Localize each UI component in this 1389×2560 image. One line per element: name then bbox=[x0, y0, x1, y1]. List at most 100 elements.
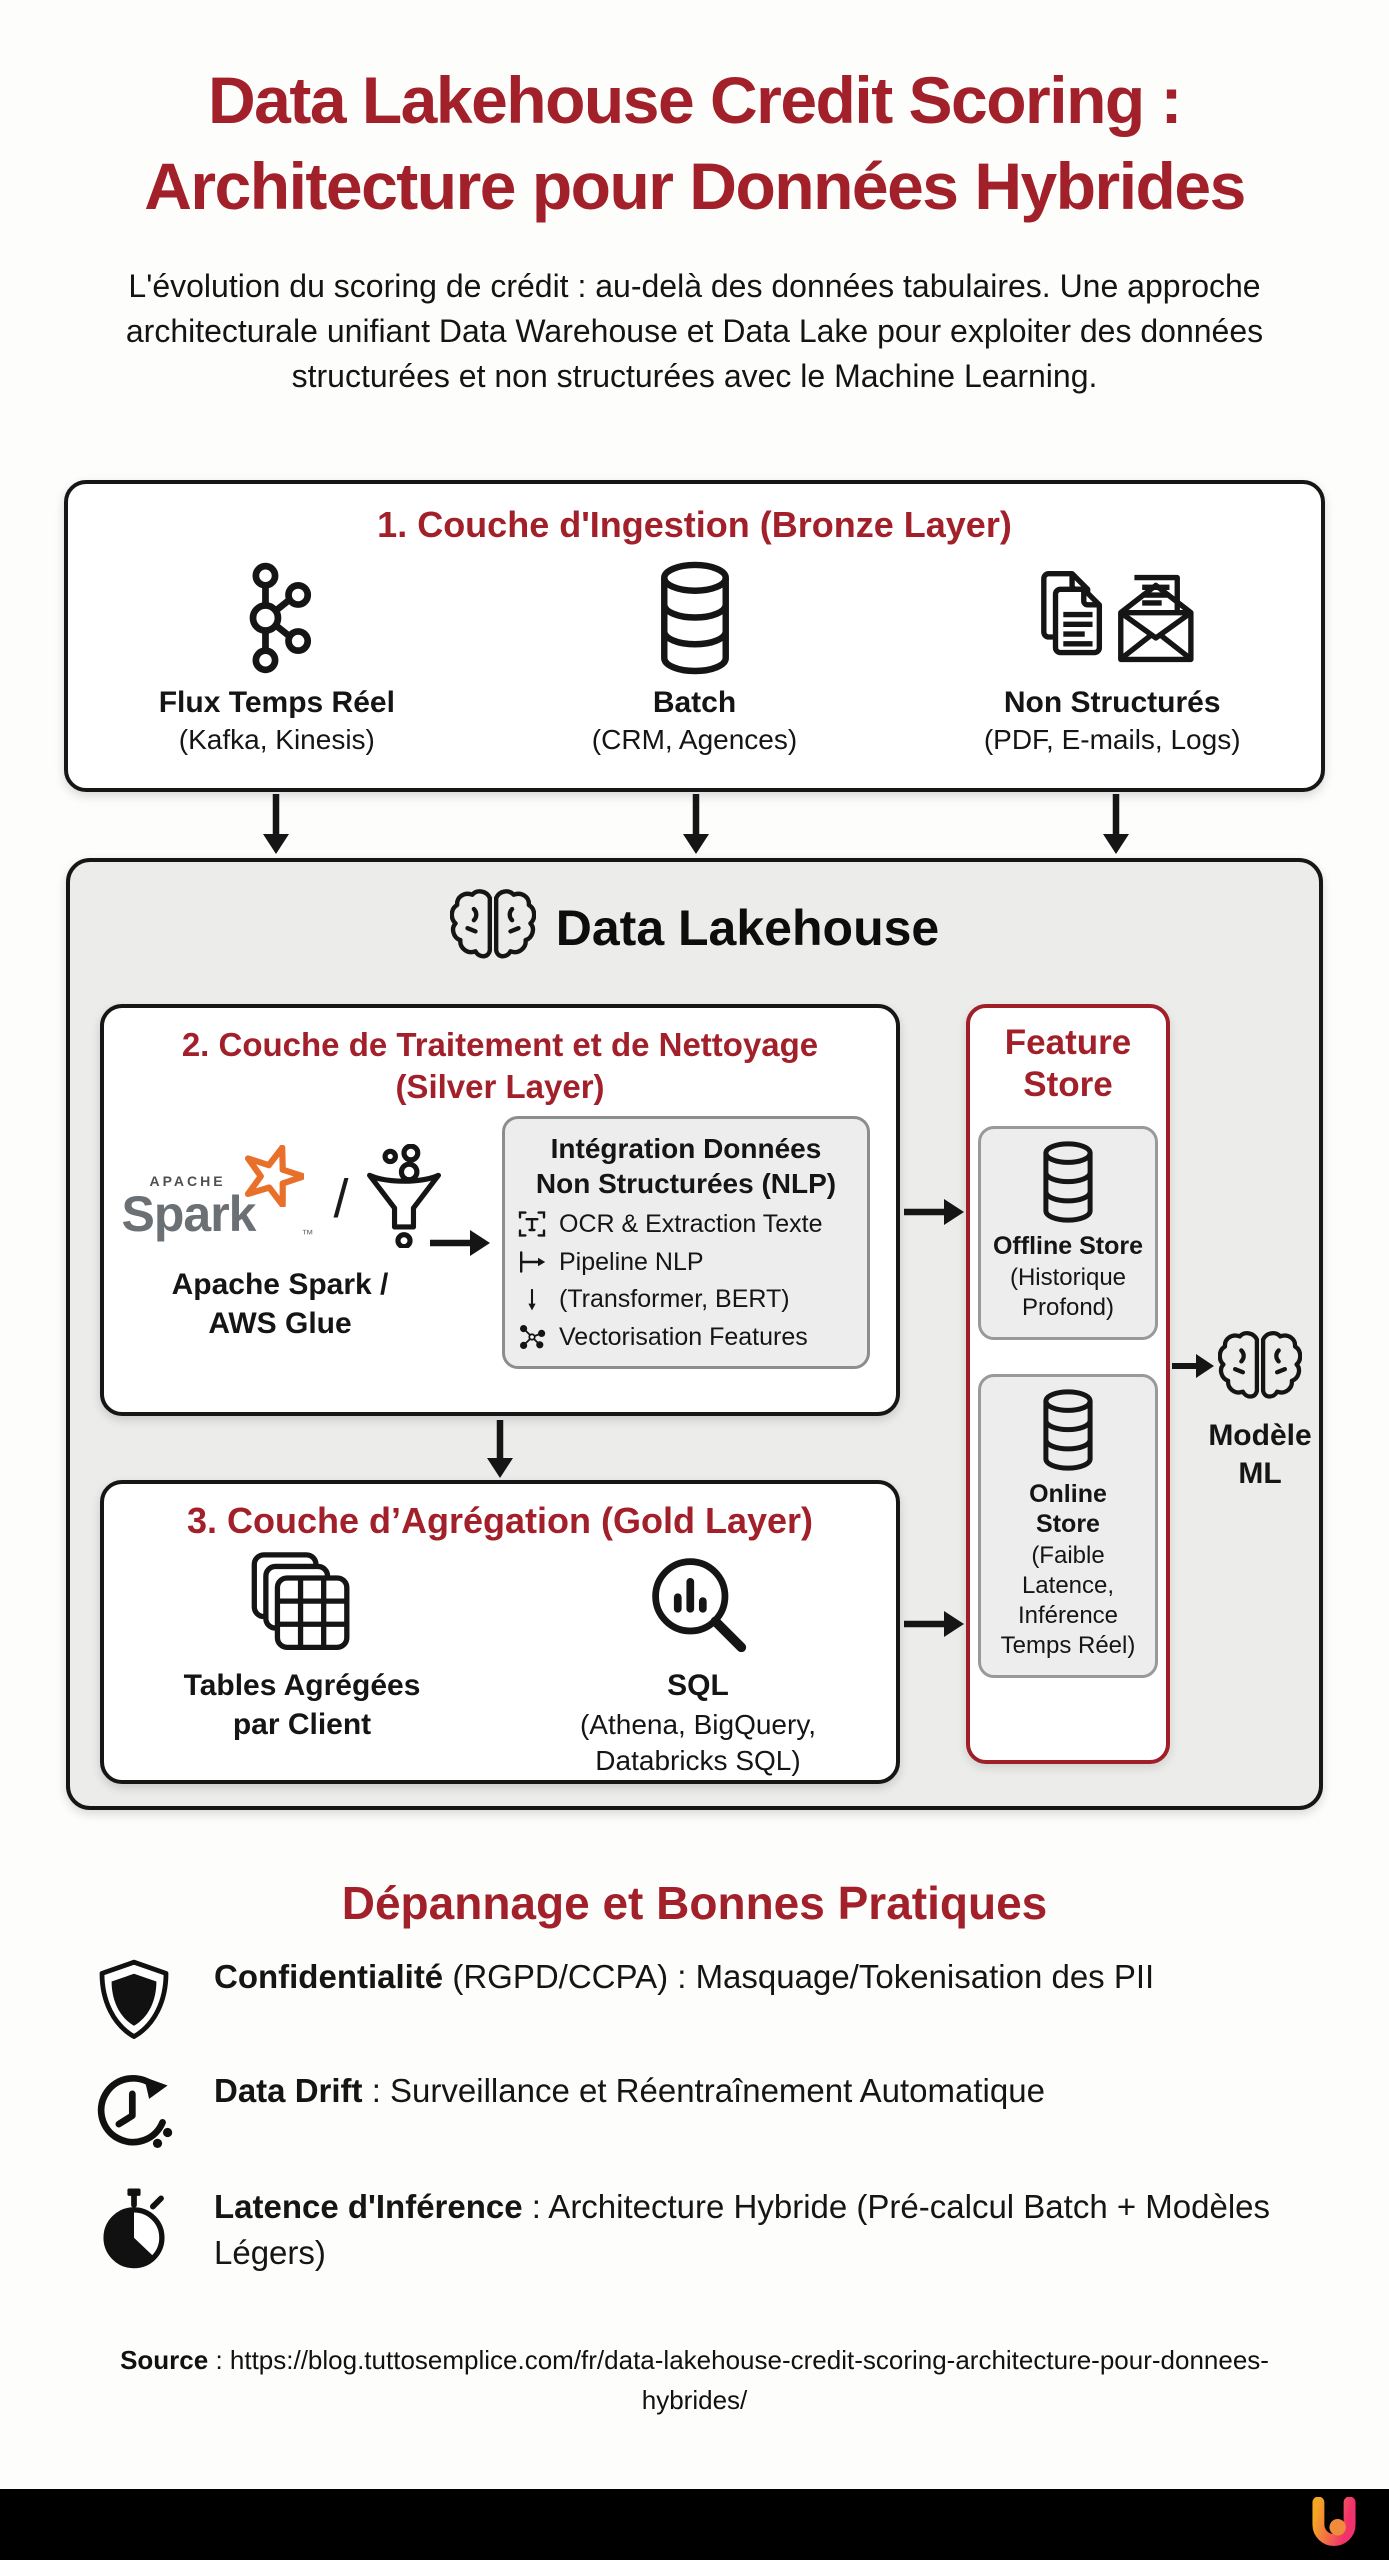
page-title-line2: Architecture pour Données Hybrides bbox=[144, 148, 1246, 223]
u-gradient-logo bbox=[1305, 2496, 1363, 2557]
ml-model-block: Modèle ML bbox=[1190, 1328, 1330, 1492]
practice-item-drift: Data Drift : Surveillance et Réentraînem… bbox=[92, 2068, 1389, 2160]
page-title-line1: Data Lakehouse Credit Scoring : bbox=[207, 63, 1183, 137]
silver-layer-title: 2. Couche de Traitement et de Nettoyage … bbox=[104, 1024, 896, 1108]
feature-store-title: Feature Store bbox=[1004, 1023, 1132, 1104]
header: Data Lakehouse Credit Scoring : Architec… bbox=[0, 58, 1389, 400]
stopwatch-icon bbox=[92, 2184, 176, 2280]
spark-glue-block: APACHE Spark ™ / bbox=[122, 1143, 441, 1343]
page-title: Data Lakehouse Credit Scoring : Architec… bbox=[0, 58, 1389, 230]
nlp-item-text: Pipeline NLP bbox=[559, 1247, 704, 1276]
nlp-item-ocr: OCR & Extraction Texte bbox=[517, 1209, 855, 1239]
practice-item-text: Latence d'Inférence : Architecture Hybri… bbox=[214, 2184, 1284, 2275]
bronze-item-sublabel: (CRM, Agences) bbox=[591, 724, 798, 755]
bronze-item-realtime: Flux Temps Réel (Kafka, Kinesis) bbox=[68, 558, 486, 756]
online-store-sublabel: (Faible Latence, Inférence Temps Réel) bbox=[1000, 1542, 1136, 1659]
slash-separator: / bbox=[333, 1168, 349, 1229]
ml-model-label: Modèle ML bbox=[1208, 1419, 1312, 1490]
funnel-icon bbox=[361, 1144, 447, 1253]
documents-mail-icon bbox=[903, 558, 1321, 678]
offline-store-label: Offline Store bbox=[992, 1232, 1143, 1260]
gold-item-label: Tables Agrégées par Client bbox=[183, 1669, 421, 1741]
nlp-title-line2: Non Structurées (NLP) bbox=[535, 1168, 837, 1200]
tables-stack-icon bbox=[104, 1548, 500, 1660]
gold-item-sql: SQL (Athena, BigQuery, Databricks SQL) bbox=[500, 1548, 896, 1780]
clock-refresh-icon bbox=[92, 2068, 176, 2160]
kafka-icon bbox=[68, 558, 486, 678]
practice-item-term: Confidentialité bbox=[214, 1958, 444, 1995]
lakehouse-header: Data Lakehouse bbox=[70, 886, 1319, 969]
practice-item-latency: Latence d'Inférence : Architecture Hybri… bbox=[92, 2184, 1389, 2280]
vector-nodes-icon bbox=[517, 1322, 547, 1352]
silver-layer-box: 2. Couche de Traitement et de Nettoyage … bbox=[100, 1004, 900, 1416]
database-icon bbox=[986, 1389, 1150, 1471]
flow-arrow-down-icon bbox=[1103, 794, 1129, 854]
nlp-title: Intégration Données Non Structurées (NLP… bbox=[517, 1131, 855, 1201]
spark-word: Spark bbox=[121, 1185, 257, 1242]
best-practices-title: Dépannage et Bonnes Pratiques bbox=[341, 1877, 1048, 1929]
spark-trademark: ™ bbox=[301, 1226, 314, 1241]
nlp-title-line1: Intégration Données bbox=[550, 1133, 822, 1165]
practice-item-text: Data Drift : Surveillance et Réentraînem… bbox=[214, 2068, 1284, 2114]
footer-bar bbox=[0, 2489, 1389, 2560]
practice-item-privacy: Confidentialité (RGPD/CCPA) : Masquage/T… bbox=[92, 1954, 1389, 2044]
gold-item-tables: Tables Agrégées par Client bbox=[104, 1548, 500, 1780]
nlp-integration-box: Intégration Données Non Structurées (NLP… bbox=[502, 1116, 870, 1370]
database-icon bbox=[986, 1141, 1150, 1223]
flow-arrow-down-icon bbox=[487, 1420, 513, 1478]
nlp-item-text: (Transformer, BERT) bbox=[559, 1285, 790, 1314]
bronze-item-batch: Batch (CRM, Agences) bbox=[486, 558, 904, 756]
flow-arrow-down-icon bbox=[263, 794, 289, 854]
page-subtitle: L'évolution du scoring de crédit : au-de… bbox=[125, 267, 1264, 395]
feature-store-box: Feature Store Offline Store (Historique … bbox=[966, 1004, 1170, 1764]
shield-icon bbox=[92, 1954, 176, 2044]
gold-item-label: SQL bbox=[667, 1669, 729, 1702]
offline-store-box: Offline Store (Historique Profond) bbox=[978, 1126, 1158, 1340]
gold-item-sublabel: (Athena, BigQuery, Databricks SQL) bbox=[579, 1709, 817, 1777]
flow-arrow-right-icon bbox=[904, 1611, 964, 1637]
spark-star-icon bbox=[242, 1144, 307, 1212]
gold-layer-title: 3. Couche d’Agrégation (Gold Layer) bbox=[186, 1500, 814, 1541]
mapsto-arrow-icon bbox=[517, 1247, 547, 1277]
practice-item-rest: : Surveillance et Réentraînement Automat… bbox=[362, 2072, 1045, 2109]
nlp-item-vectorisation: Vectorisation Features bbox=[517, 1322, 855, 1352]
flow-arrow-right-icon bbox=[1172, 1354, 1214, 1378]
source-url-text: : https://blog.tuttosemplice.com/fr/data… bbox=[208, 2345, 1269, 2416]
online-store-box: Online Store (Faible Latence, Inférence … bbox=[978, 1374, 1158, 1678]
flow-arrow-right-icon bbox=[430, 1229, 490, 1256]
bronze-item-label: Batch bbox=[652, 686, 737, 719]
flow-arrow-right-icon bbox=[904, 1199, 964, 1225]
sql-search-icon bbox=[500, 1548, 896, 1660]
source-label: Source bbox=[120, 2345, 209, 2375]
nlp-item-text: Vectorisation Features bbox=[559, 1322, 808, 1351]
bronze-item-label: Flux Temps Réel bbox=[158, 686, 395, 719]
lakehouse-title: Data Lakehouse bbox=[555, 899, 940, 956]
bronze-item-sublabel: (PDF, E-mails, Logs) bbox=[983, 724, 1241, 755]
practice-item-rest: (RGPD/CCPA) : Masquage/Tokenisation des … bbox=[443, 1958, 1155, 1995]
practice-item-term: Data Drift bbox=[214, 2072, 363, 2109]
practice-item-text: Confidentialité (RGPD/CCPA) : Masquage/T… bbox=[214, 1954, 1284, 2000]
brain-icon bbox=[449, 886, 537, 969]
practice-item-term: Latence d'Inférence bbox=[214, 2188, 523, 2225]
spark-glue-label: Apache Spark / AWS Glue bbox=[171, 1267, 389, 1340]
apache-spark-logo: APACHE Spark ™ bbox=[114, 1143, 322, 1255]
nlp-item-pipeline: Pipeline NLP bbox=[517, 1247, 855, 1277]
best-practices-section: Dépannage et Bonnes Pratiques Confidenti… bbox=[0, 1876, 1389, 2280]
bronze-layer-title: 1. Couche d'Ingestion (Bronze Layer) bbox=[377, 504, 1012, 545]
offline-store-sublabel: (Historique Profond) bbox=[1009, 1264, 1127, 1321]
database-icon bbox=[486, 558, 904, 678]
brain-icon bbox=[1217, 1331, 1303, 1408]
online-store-label: Online Store bbox=[1029, 1480, 1107, 1538]
bronze-item-label: Non Structurés bbox=[1003, 686, 1221, 719]
spark-apache-word: APACHE bbox=[149, 1172, 226, 1189]
bronze-item-unstructured: Non Structurés (PDF, E-mails, Logs) bbox=[903, 558, 1321, 756]
data-lakehouse-box: Data Lakehouse 2. Couche de Traitement e… bbox=[66, 858, 1323, 1810]
bronze-layer-box: 1. Couche d'Ingestion (Bronze Layer) Flu… bbox=[64, 480, 1325, 792]
source-line: Source : https://blog.tuttosemplice.com/… bbox=[0, 2340, 1389, 2421]
practice-item-rest: : Architecture Hybride (Pré-calcul Batch… bbox=[214, 2188, 1271, 2271]
nlp-item-transformer: (Transformer, BERT) bbox=[517, 1285, 855, 1314]
silver-title-line1: 2. Couche de Traitement et de Nettoyage bbox=[181, 1026, 819, 1063]
ocr-frame-icon bbox=[517, 1209, 547, 1239]
gold-layer-box: 3. Couche d’Agrégation (Gold Layer) Tabl… bbox=[100, 1480, 900, 1784]
